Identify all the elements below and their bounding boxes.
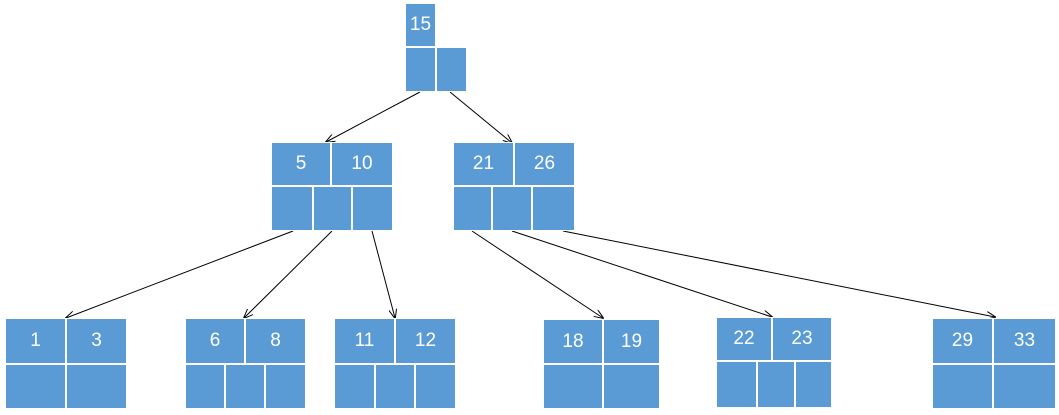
edge-n5_10-to-leaf_6_8 <box>244 230 333 318</box>
pointer-cell-leaf_1_3-0 <box>5 364 66 409</box>
pointer-cell-leaf_18_19-1 <box>603 364 660 409</box>
pointer-cell-n5_10-2 <box>352 186 393 231</box>
edge-n21_26-to-leaf_22_23 <box>511 230 772 317</box>
key-cell-leaf_22_23-1: 23 <box>772 317 832 361</box>
pointer-cell-leaf_18_19-0 <box>543 364 603 409</box>
pointer-cell-leaf_11_12-2 <box>415 364 456 409</box>
pointer-cell-n5_10-1 <box>313 186 352 231</box>
key-cell-n21_26-1: 26 <box>514 142 575 186</box>
pointer-cell-leaf_11_12-0 <box>334 364 375 409</box>
edge-root-to-n5_10 <box>326 91 421 142</box>
pointer-cell-leaf_6_8-0 <box>185 364 225 409</box>
edge-root-to-n21_26 <box>449 91 512 143</box>
key-cell-leaf_29_33-1: 33 <box>993 318 1056 364</box>
key-cell-n5_10-1: 10 <box>331 142 393 186</box>
pointer-cell-leaf_22_23-2 <box>795 361 832 408</box>
edge-n5_10-to-leaf_1_3 <box>66 230 294 318</box>
key-cell-leaf_6_8-0: 6 <box>185 318 245 364</box>
key-cell-n21_26-0: 21 <box>453 142 514 186</box>
pointer-cell-leaf_11_12-1 <box>375 364 415 409</box>
pointer-cell-leaf_6_8-1 <box>225 364 265 409</box>
key-cell-leaf_29_33-0: 29 <box>932 318 993 364</box>
pointer-cell-leaf_29_33-1 <box>993 364 1056 409</box>
key-cell-leaf_11_12-0: 11 <box>334 318 395 364</box>
edge-n21_26-to-leaf_18_19 <box>471 230 603 318</box>
key-cell-leaf_11_12-1: 12 <box>395 318 456 364</box>
pointer-cell-leaf_1_3-1 <box>66 364 127 409</box>
key-cell-leaf_1_3-1: 3 <box>66 318 127 364</box>
key-cell-leaf_1_3-0: 1 <box>5 318 66 364</box>
pointer-cell-n5_10-0 <box>271 186 313 231</box>
pointer-cell-leaf_22_23-0 <box>716 361 757 408</box>
key-cell-n5_10-0: 5 <box>271 142 331 186</box>
key-cell-leaf_18_19-0: 18 <box>543 319 603 364</box>
edge-n21_26-to-leaf_29_33 <box>562 230 995 317</box>
pointer-cell-n21_26-2 <box>532 186 575 231</box>
pointer-cell-n21_26-0 <box>453 186 492 231</box>
pointer-cell-leaf_22_23-1 <box>757 361 795 408</box>
edge-n5_10-to-leaf_11_12 <box>371 230 395 318</box>
pointer-cell-root-1 <box>436 47 467 92</box>
pointer-cell-n21_26-1 <box>492 186 532 231</box>
pointer-cell-leaf_6_8-2 <box>265 364 306 409</box>
key-cell-leaf_6_8-1: 8 <box>245 318 306 364</box>
key-cell-leaf_22_23-0: 22 <box>716 317 772 361</box>
key-cell-leaf_18_19-1: 19 <box>603 319 660 364</box>
pointer-cell-root-0 <box>405 47 436 92</box>
pointer-cell-leaf_29_33-0 <box>932 364 993 409</box>
key-cell-root-0: 15 <box>405 3 436 47</box>
